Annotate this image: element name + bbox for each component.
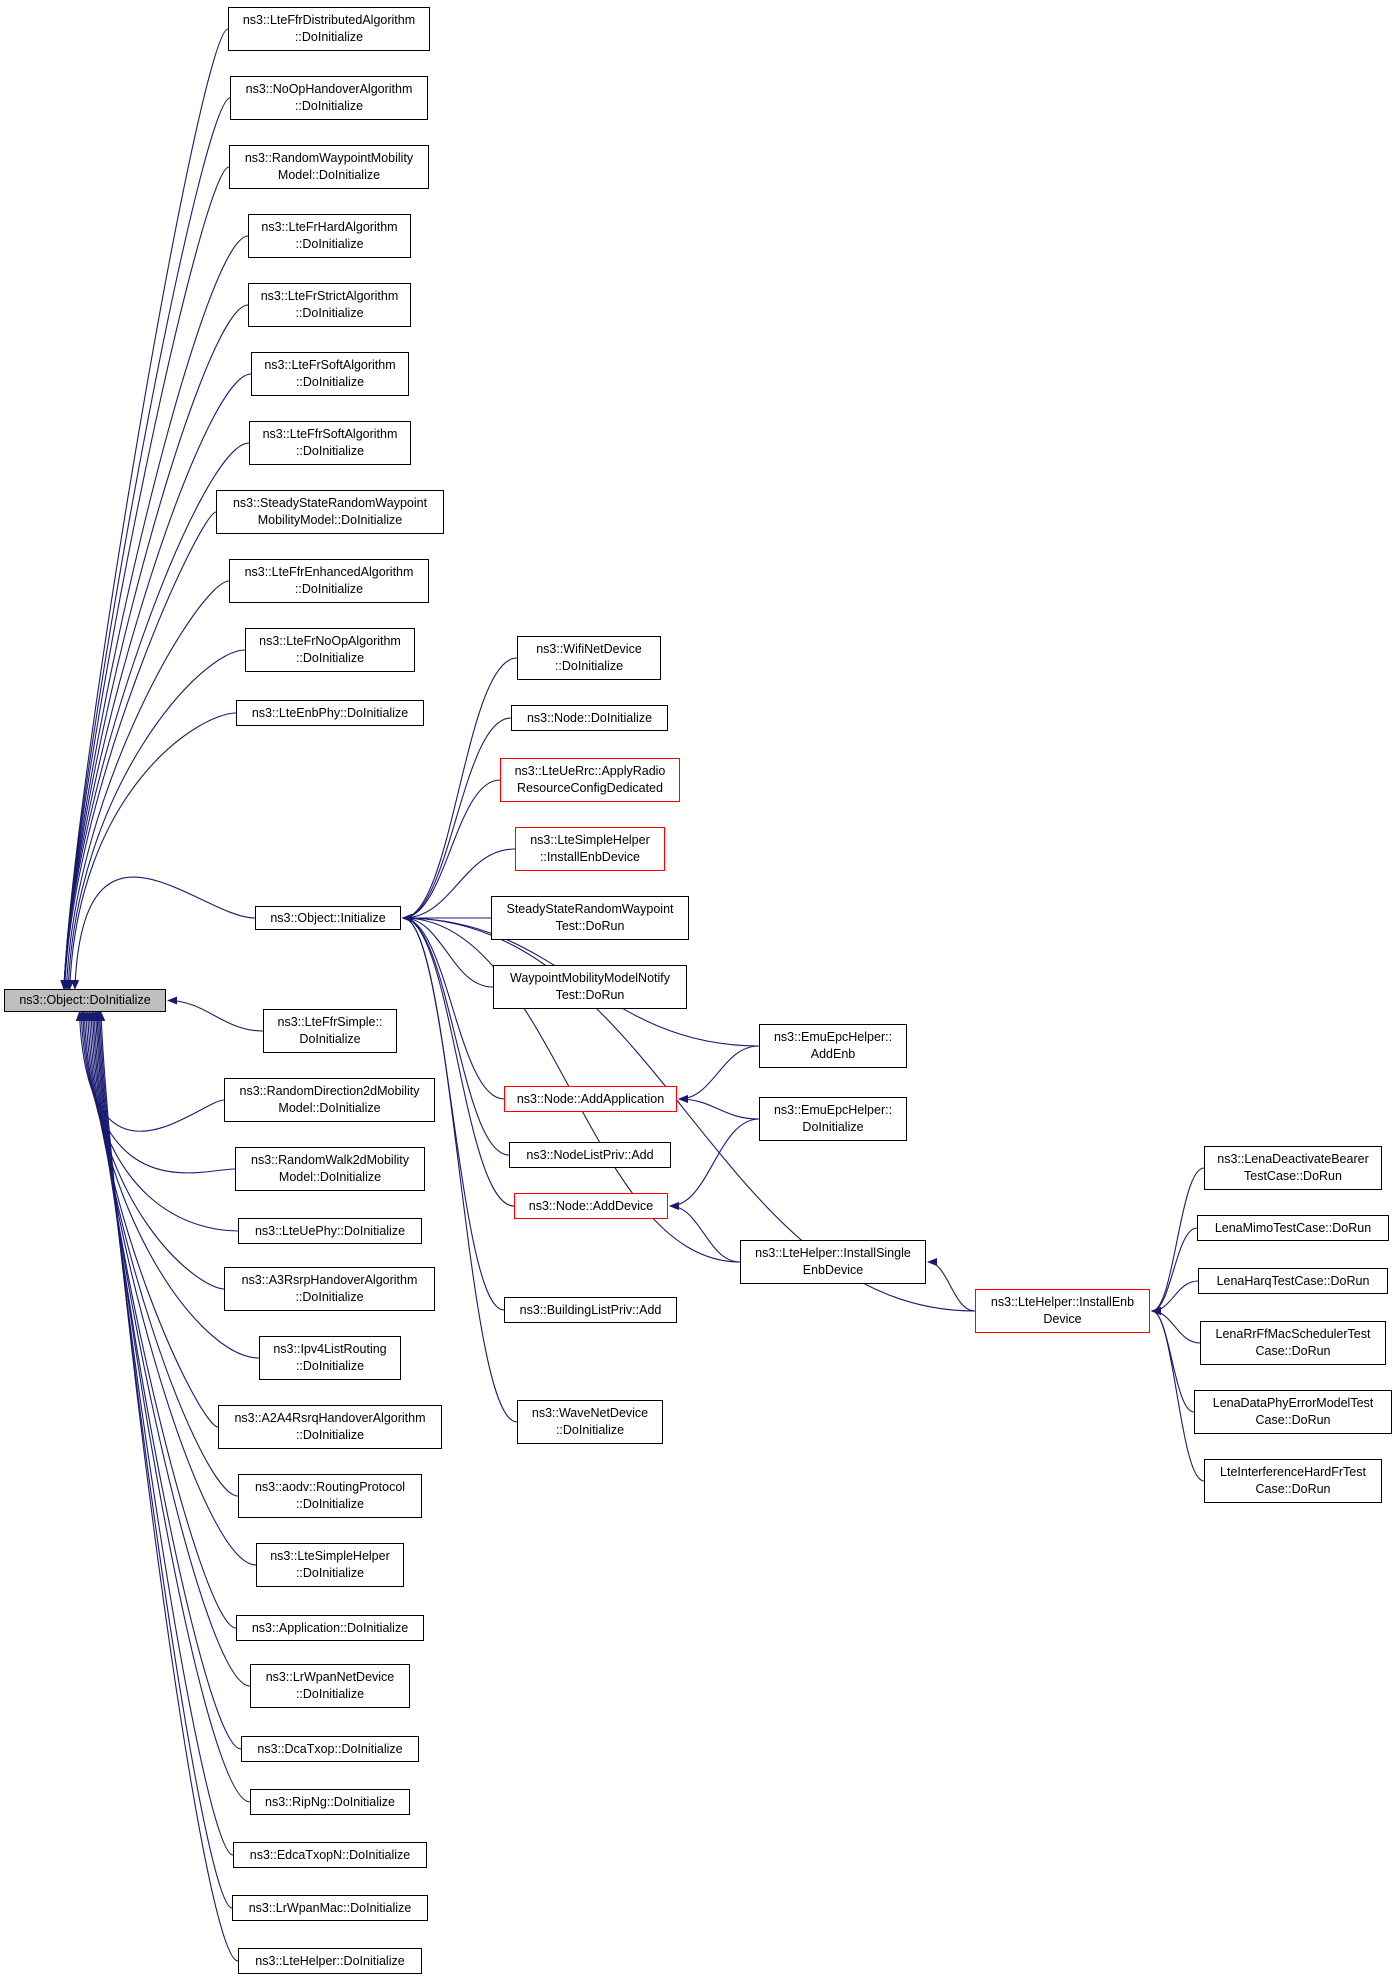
edge-application-to-root [88, 1011, 237, 1629]
edge-a3Rsrp-to-root [80, 1011, 225, 1290]
node-lrwpan-net-device-doinitialize[interactable]: ns3::LrWpanNetDevice::DoInitialize [250, 1664, 410, 1708]
node-application-doinitialize[interactable]: ns3::Application::DoInitialize [236, 1615, 424, 1641]
node-ipv4-list-routing-doinitialize[interactable]: ns3::Ipv4ListRouting::DoInitialize [259, 1336, 401, 1380]
node-edca-txop-n-doinitialize[interactable]: ns3::EdcaTxopN::DoInitialize [233, 1842, 427, 1868]
edge-lteSimpleInstall-to-objInit [402, 848, 516, 922]
node-emu-epc-helper-add-enb[interactable]: ns3::EmuEpcHelper::AddEnb [759, 1024, 907, 1068]
edge-lteFfrEnhanced-to-root [62, 580, 230, 990]
node-aodv-routing-protocol-doinitialize[interactable]: ns3::aodv::RoutingProtocol::DoInitialize [238, 1474, 422, 1518]
node-lte-simple-helper-install-enb-device[interactable]: ns3::LteSimpleHelper::InstallEnbDevice [515, 827, 665, 871]
edge-randomWalk-to-root [77, 1011, 236, 1174]
node-building-list-priv-add[interactable]: ns3::BuildingListPriv::Add [504, 1297, 677, 1323]
node-lte-ffr-soft-algorithm-doinitialize[interactable]: ns3::LteFfrSoftAlgorithm::DoInitialize [249, 421, 411, 465]
node-object-doinitialize[interactable]: ns3::Object::DoInitialize [4, 989, 166, 1012]
node-lte-fr-hard-algorithm-doinitialize[interactable]: ns3::LteFrHardAlgorithm::DoInitialize [248, 214, 411, 258]
node-lte-ue-phy-doinitialize[interactable]: ns3::LteUePhy::DoInitialize [238, 1218, 422, 1244]
node-lte-helper-doinitialize[interactable]: ns3::LteHelper::DoInitialize [238, 1948, 422, 1974]
edge-nodeAddDevice-to-objInit [402, 914, 515, 1207]
edge-a2a4Rsrq-to-root [83, 1011, 219, 1428]
node-lena-mimo-test-case-dorun[interactable]: LenaMimoTestCase::DoRun [1197, 1215, 1389, 1241]
node-a2a4-rsrq-handover-algorithm-doinitialize[interactable]: ns3::A2A4RsrqHandoverAlgorithm::DoInitia… [218, 1405, 442, 1449]
edge-lrWpanMac-to-root [95, 1011, 233, 1909]
node-ripng-doinitialize[interactable]: ns3::RipNg::DoInitialize [250, 1789, 410, 1815]
edge-lteFfrSoft-to-root [60, 442, 250, 990]
edge-lteSimpleDoInit-to-root [87, 1011, 257, 1566]
node-noop-handover-algorithm-doinitialize[interactable]: ns3::NoOpHandoverAlgorithm::DoInitialize [230, 76, 428, 120]
edge-lrWpanNetDevice-to-root [90, 1011, 251, 1687]
node-dca-txop-doinitialize[interactable]: ns3::DcaTxop::DoInitialize [241, 1736, 419, 1762]
edge-nodeDoInit-to-objInit [402, 717, 512, 922]
node-a3-rsrp-handover-algorithm-doinitialize[interactable]: ns3::A3RsrpHandoverAlgorithm::DoInitiali… [224, 1267, 435, 1311]
edge-ripNg-to-root [93, 1011, 251, 1803]
node-lte-fr-noop-algorithm-doinitialize[interactable]: ns3::LteFrNoOpAlgorithm::DoInitialize [245, 628, 415, 672]
node-lrwpan-mac-doinitialize[interactable]: ns3::LrWpanMac::DoInitialize [232, 1895, 428, 1921]
node-lena-harq-test-case-dorun[interactable]: LenaHarqTestCase::DoRun [1198, 1268, 1388, 1294]
node-lte-ffr-enhanced-algorithm-doinitialize[interactable]: ns3::LteFfrEnhancedAlgorithm::DoInitiali… [229, 559, 429, 603]
edge-lteUePhy-to-root [79, 1011, 239, 1232]
node-emu-epc-helper-doinitialize[interactable]: ns3::EmuEpcHelper::DoInitialize [759, 1097, 907, 1141]
node-lte-simple-helper-doinitialize[interactable]: ns3::LteSimpleHelper::DoInitialize [256, 1543, 404, 1587]
edge-lteInstallEnb-to-lteInstallSingle [927, 1258, 976, 1312]
edge-lteFfrSimple-to-root [167, 996, 264, 1032]
edge-lteInterference-to-lteInstallEnb [1151, 1307, 1205, 1482]
node-lte-fr-strict-algorithm-doinitialize[interactable]: ns3::LteFrStrictAlgorithm::DoInitialize [248, 283, 411, 327]
edge-emuDoInit-to-nodeAddApp [678, 1095, 760, 1120]
node-node-doinitialize[interactable]: ns3::Node::DoInitialize [511, 705, 668, 731]
edge-aodv-to-root [85, 1011, 239, 1497]
edge-lteFrNoOp-to-root [64, 649, 246, 990]
node-wifi-net-device-doinitialize[interactable]: ns3::WifiNetDevice::DoInitialize [517, 636, 661, 680]
node-object-initialize[interactable]: ns3::Object::Initialize [255, 906, 401, 930]
node-lte-ffr-distributed-algorithm-doinitialize[interactable]: ns3::LteFfrDistributedAlgorithm::DoIniti… [228, 7, 430, 51]
edge-lteHelperDoInit-to-root [97, 1011, 239, 1962]
edge-ipv4List-to-root [82, 1011, 260, 1359]
edge-lteEnbPhy-to-root [66, 712, 237, 990]
node-wave-net-device-doinitialize[interactable]: ns3::WaveNetDevice::DoInitialize [517, 1400, 663, 1444]
edge-lteInstallEnb-to-objInit [402, 914, 976, 1312]
edge-steadyStateModel-to-root [61, 511, 217, 990]
edge-waypointNotify-to-objInit [402, 914, 494, 988]
edge-dcaTxop-to-root [91, 1011, 242, 1750]
edge-emuAddEnb-to-nodeAddApp [678, 1045, 760, 1103]
edge-lenaDeactivate-to-lteInstallEnb [1151, 1167, 1205, 1315]
edge-objInit-to-root [71, 876, 256, 990]
edge-nodeAddApp-to-objInit [402, 914, 505, 1100]
node-lte-fr-soft-algorithm-doinitialize[interactable]: ns3::LteFrSoftAlgorithm::DoInitialize [251, 352, 409, 396]
edge-emuDoInit-to-nodeAddDevice [669, 1118, 760, 1210]
node-node-list-priv-add[interactable]: ns3::NodeListPriv::Add [509, 1142, 671, 1168]
edge-lteUeRrc-to-objInit [402, 779, 501, 922]
node-lte-ffr-simple-doinitialize[interactable]: ns3::LteFfrSimple::DoInitialize [263, 1009, 397, 1053]
edge-randomDirection-to-root [75, 1011, 225, 1132]
node-node-add-application[interactable]: ns3::Node::AddApplication [504, 1086, 677, 1112]
node-node-add-device[interactable]: ns3::Node::AddDevice [514, 1193, 668, 1219]
node-lte-enb-phy-doinitialize[interactable]: ns3::LteEnbPhy::DoInitialize [236, 700, 424, 726]
edge-waveNetDevice-to-objInit [402, 914, 518, 1423]
edge-lteInstallSingle-to-nodeAddDevice [669, 1202, 741, 1263]
edge-edcaTxopN-to-root [94, 1011, 234, 1856]
edge-wifiNetDevice-to-objInit [402, 657, 518, 922]
